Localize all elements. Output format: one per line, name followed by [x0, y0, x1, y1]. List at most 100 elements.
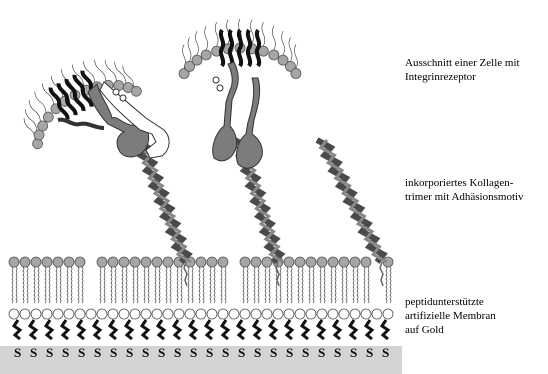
thiol-label: S: [62, 345, 69, 360]
thiol-label: S: [14, 345, 21, 360]
thiol-label: S: [46, 345, 53, 360]
transmembrane-helix: [230, 30, 232, 66]
lipid-tail: [133, 267, 134, 303]
upper-lipid-layer: [9, 257, 393, 303]
lipid-head: [339, 257, 349, 267]
lipid-head: [361, 257, 371, 267]
lipid-tail: [221, 267, 222, 303]
collagen-helix-right-anchor: [380, 262, 383, 286]
lipid-head: [141, 257, 151, 267]
lipid-head: [163, 309, 173, 319]
lipid-tail: [23, 267, 24, 303]
lipid-head: [372, 309, 382, 319]
lipid-head: [262, 257, 272, 267]
collagen-helix-right-strand: [321, 140, 387, 262]
lipid-head: [240, 309, 250, 319]
lipid-tail: [49, 267, 50, 303]
lipid-tail: [111, 267, 112, 303]
anchor-tail: [110, 320, 116, 339]
cell-label-line-1: Ausschnitt einer Zelle mit: [405, 56, 520, 70]
lipid-head: [53, 309, 63, 319]
lipid-tail: [331, 267, 332, 303]
cell-lipid-tail: [289, 37, 292, 61]
lipid-tail: [166, 267, 167, 303]
lipid-tail: [324, 267, 325, 303]
lipid-head: [130, 309, 140, 319]
lipid-head: [229, 309, 239, 319]
lipid-tail: [287, 267, 288, 303]
lipid-head: [218, 257, 228, 267]
lipid-tail: [199, 267, 200, 303]
lipid-tail: [71, 267, 72, 303]
membrane-label: peptidunterstützte artifizielle Membran …: [405, 295, 496, 337]
thiol-label: S: [270, 345, 277, 360]
cell-lipid-tail: [33, 91, 47, 114]
lipid-head: [218, 309, 228, 319]
lipid-tail: [302, 267, 303, 303]
anchor-tail: [94, 320, 100, 339]
anchor-tail: [206, 320, 212, 339]
lipid-tail: [368, 267, 369, 303]
lipid-tail: [364, 267, 365, 303]
lipid-tail: [342, 267, 343, 303]
lipid-tail: [144, 267, 145, 303]
anchor-lipid-layer: [9, 309, 393, 339]
cell-lipid-tail: [195, 31, 198, 55]
lipid-head: [130, 257, 140, 267]
anchor-tail: [238, 320, 244, 339]
lipid-head: [20, 309, 30, 319]
transmembrane-helix: [239, 30, 241, 66]
lipid-tail: [104, 267, 105, 303]
lipid-tail: [357, 267, 358, 303]
anchor-tail: [126, 320, 132, 339]
lipid-head: [251, 309, 261, 319]
anchor-tail: [174, 320, 180, 339]
lipid-head: [273, 309, 283, 319]
lipid-tail: [320, 267, 321, 303]
thiol-label: S: [334, 345, 341, 360]
thiol-label: S: [30, 345, 37, 360]
cell-lipid-head: [291, 69, 301, 79]
lipid-head: [306, 257, 316, 267]
anchor-tail: [158, 320, 164, 339]
lipid-head: [119, 309, 129, 319]
cell-label: Ausschnitt einer Zelle mit Integrinrezep…: [405, 56, 520, 84]
lipid-tail: [243, 267, 244, 303]
lipid-tail: [78, 267, 79, 303]
cell-lipid-head: [201, 50, 211, 60]
membrane-label-line-1: peptidunterstützte: [405, 295, 496, 309]
lipid-tail: [254, 267, 255, 303]
thiol-label: S: [366, 345, 373, 360]
thiol-label: S: [158, 345, 165, 360]
lipid-head: [295, 309, 305, 319]
collagen-label-line-2: trimer mit Adhäsionsmotiv: [405, 190, 524, 204]
lipid-tail: [353, 267, 354, 303]
thiol-label: S: [142, 345, 149, 360]
lipid-tail: [56, 267, 57, 303]
anchor-tail: [62, 320, 68, 339]
lipid-tail: [148, 267, 149, 303]
lipid-tail: [34, 267, 35, 303]
cell-membrane-fragment-middle: [179, 19, 301, 79]
anchor-tail: [286, 320, 292, 339]
thiol-label: S: [238, 345, 245, 360]
lipid-tail: [247, 267, 248, 303]
lipid-tail: [309, 267, 310, 303]
anchor-tail: [46, 320, 52, 339]
lipid-tail: [346, 267, 347, 303]
lipid-head: [64, 309, 74, 319]
anchor-tail: [382, 320, 388, 339]
lipid-head: [306, 309, 316, 319]
lipid-head: [207, 309, 217, 319]
lipid-tail: [192, 267, 193, 303]
anchor-tail: [190, 320, 196, 339]
lipid-head: [295, 257, 305, 267]
lipid-head: [97, 309, 107, 319]
thiol-label: S: [382, 345, 389, 360]
lipid-head: [141, 309, 151, 319]
thiol-label: S: [94, 345, 101, 360]
cell-lipid-head: [192, 55, 202, 65]
lipid-head: [9, 309, 19, 319]
lipid-tail: [298, 267, 299, 303]
lipid-head: [31, 257, 41, 267]
